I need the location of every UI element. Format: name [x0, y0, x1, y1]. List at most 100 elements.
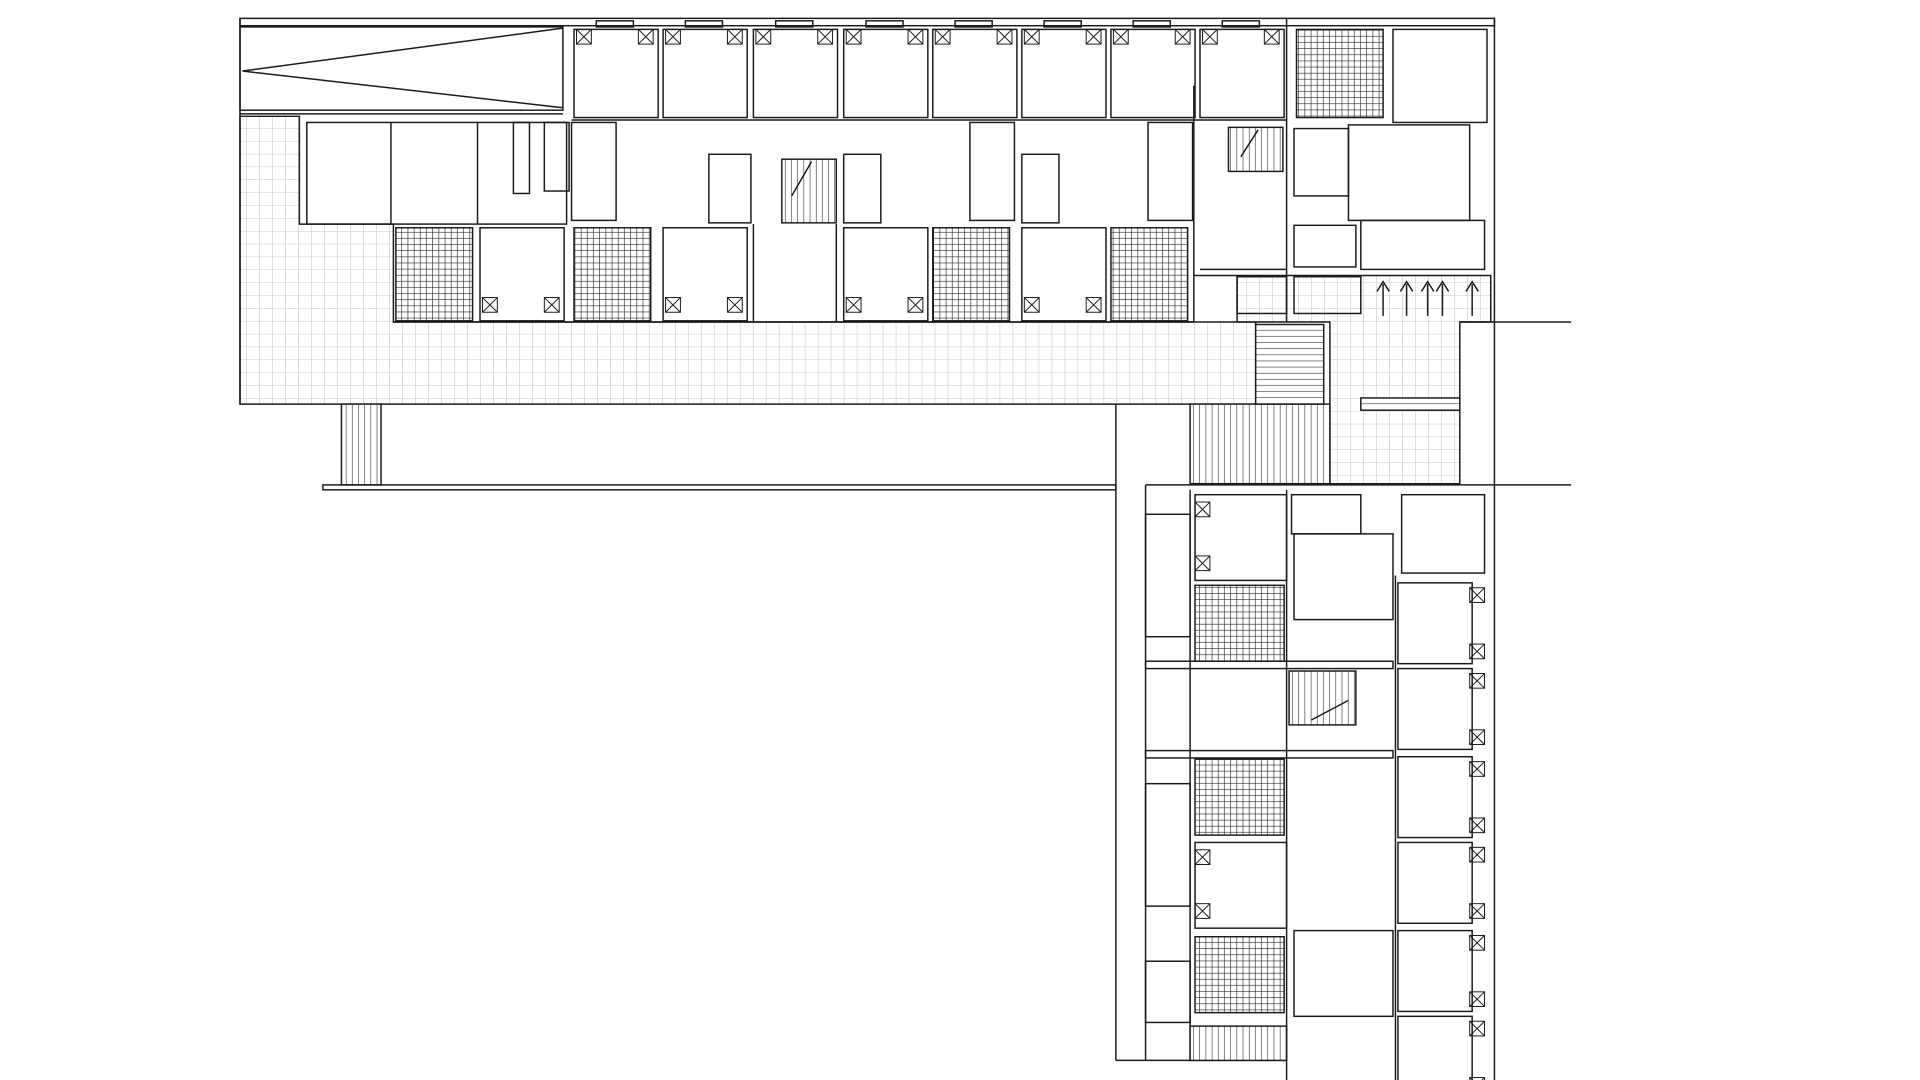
room	[1293, 533, 1394, 621]
top-wing	[239, 17, 1496, 405]
room	[752, 28, 839, 119]
window-x-icon	[576, 28, 592, 45]
stair-spiral-icon	[781, 158, 838, 224]
window-x-icon	[1469, 991, 1486, 1008]
window-frame	[1469, 991, 1486, 1008]
window-x-icon	[1112, 28, 1129, 45]
window-frame	[817, 28, 834, 45]
ramp	[242, 27, 563, 109]
terrace-hatched	[395, 227, 474, 322]
room	[1110, 28, 1196, 119]
window-x-icon	[907, 28, 924, 45]
window-x-icon	[845, 28, 862, 45]
window-x-icon	[665, 28, 681, 45]
window-x-icon	[665, 297, 681, 313]
window-frame	[481, 297, 498, 313]
window-frame	[1085, 28, 1102, 45]
window-frame	[996, 28, 1013, 45]
window-frame	[1194, 849, 1211, 865]
window-frame	[1469, 903, 1486, 919]
window-frame	[1085, 297, 1102, 313]
window-frame	[1469, 846, 1486, 863]
window-x-icon	[726, 297, 743, 313]
main-stair-upper	[1254, 323, 1325, 405]
window-sill	[595, 20, 635, 28]
terrace-hatched	[932, 227, 1011, 322]
ground-edge	[322, 484, 1117, 491]
window-x-icon	[726, 28, 743, 45]
room	[1021, 227, 1107, 322]
window-x-icon	[481, 297, 498, 313]
room	[1397, 1015, 1473, 1080]
windows-layer	[481, 28, 1486, 1080]
window-frame	[907, 297, 924, 313]
room	[662, 227, 748, 322]
bicycle-icon	[1376, 280, 1479, 316]
top-right-block	[1285, 18, 1572, 1080]
window-sill	[684, 20, 724, 28]
window-x-icon	[1194, 501, 1211, 518]
room	[932, 28, 1018, 119]
window-frame	[1469, 1077, 1486, 1080]
bathroom	[969, 121, 1016, 222]
window-sill	[774, 20, 814, 28]
window-x-icon	[1085, 297, 1102, 313]
window-x-icon	[543, 297, 560, 313]
south-wing	[1115, 404, 1486, 1080]
window-x-icon	[1469, 1020, 1486, 1037]
room	[1194, 841, 1288, 929]
room	[1194, 493, 1288, 582]
window-x-icon	[1469, 846, 1486, 863]
window-frame	[1469, 729, 1486, 745]
window-frame	[543, 297, 560, 313]
window-frame	[1469, 672, 1486, 689]
window-x-icon	[1469, 817, 1486, 834]
window-frame	[1469, 761, 1486, 777]
window-frame	[1174, 28, 1191, 45]
window-frame	[1469, 817, 1486, 834]
window-x-icon	[1469, 643, 1486, 660]
room	[1397, 929, 1473, 1013]
window-x-icon	[1469, 935, 1486, 951]
room	[1397, 841, 1473, 924]
room	[842, 227, 929, 322]
room	[1021, 28, 1107, 119]
room	[1199, 28, 1285, 119]
window-x-icon	[1023, 28, 1040, 45]
room	[1293, 929, 1394, 1018]
window-frame	[845, 297, 862, 313]
window-x-icon	[845, 297, 862, 313]
window-x-icon	[1469, 1077, 1486, 1080]
room	[1397, 756, 1473, 839]
room	[1397, 582, 1473, 665]
terrace-hatched	[1110, 227, 1189, 322]
window-frame	[726, 28, 743, 45]
window-frame	[576, 28, 592, 45]
window-x-icon	[1469, 761, 1486, 777]
window-frame	[1194, 555, 1211, 572]
window-frame	[755, 28, 772, 45]
main-stair	[1189, 403, 1331, 485]
window-x-icon	[996, 28, 1013, 45]
window-frame	[1469, 935, 1486, 951]
window-x-icon	[1469, 903, 1486, 919]
window-sill	[1132, 20, 1172, 28]
window-frame	[665, 28, 681, 45]
window-x-icon	[755, 28, 772, 45]
bathroom	[1147, 121, 1194, 222]
room	[1397, 667, 1473, 751]
entry-stair	[340, 403, 382, 486]
room	[573, 28, 659, 119]
window-x-icon	[1263, 28, 1280, 45]
rooms-layer	[395, 20, 1473, 1080]
window-x-icon	[1469, 587, 1486, 603]
window-frame	[1112, 28, 1129, 45]
window-x-icon	[1174, 28, 1191, 45]
window-frame	[907, 28, 924, 45]
window-frame	[934, 28, 951, 45]
window-sill	[865, 20, 904, 28]
window-frame	[665, 297, 681, 313]
window-frame	[1194, 501, 1211, 518]
window-x-icon	[1194, 849, 1211, 865]
